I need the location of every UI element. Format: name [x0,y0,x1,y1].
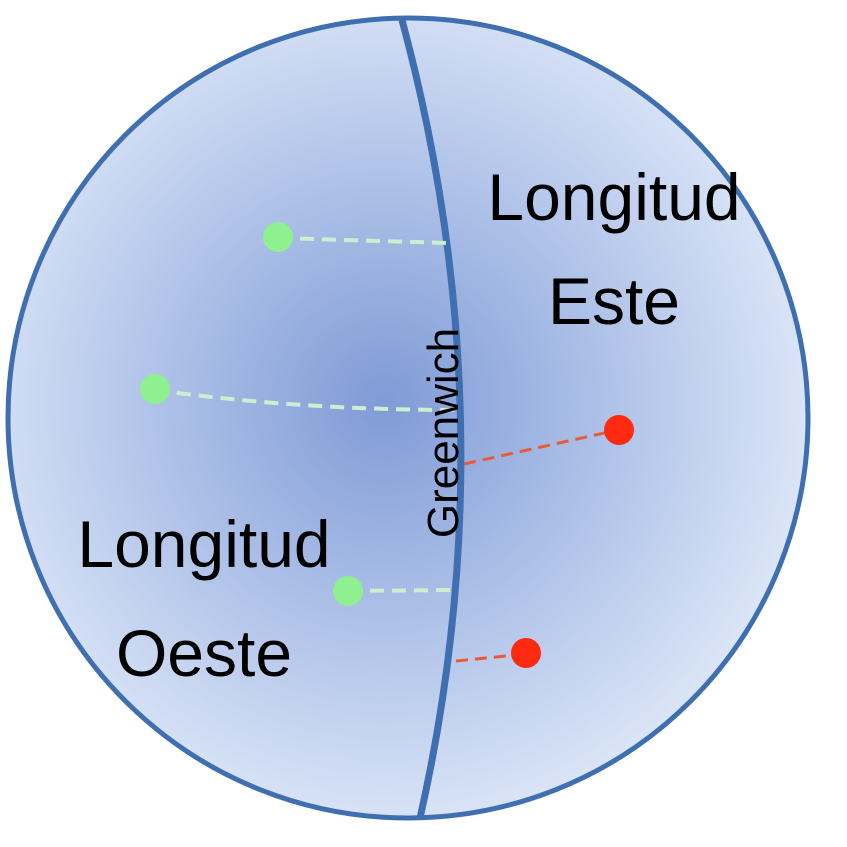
west-connectors [154,236,459,593]
east-point-1 [604,415,634,445]
west-point-3 [333,576,363,606]
greenwich-meridian-line [398,19,465,819]
west-connector-1 [277,236,449,245]
west-connector-3 [347,588,457,593]
east-connector-1 [463,428,619,466]
west-label-line2: Oeste [116,616,292,690]
west-point-1 [263,222,293,252]
greenwich-label: Greenwich [419,328,468,538]
west-point-2 [140,374,170,404]
east-label-line2: Este [548,264,680,338]
west-label-line1: Longitud [77,507,330,581]
east-label-line1: Longitud [487,160,740,234]
east-point-2 [511,638,541,668]
globe [5,15,811,821]
